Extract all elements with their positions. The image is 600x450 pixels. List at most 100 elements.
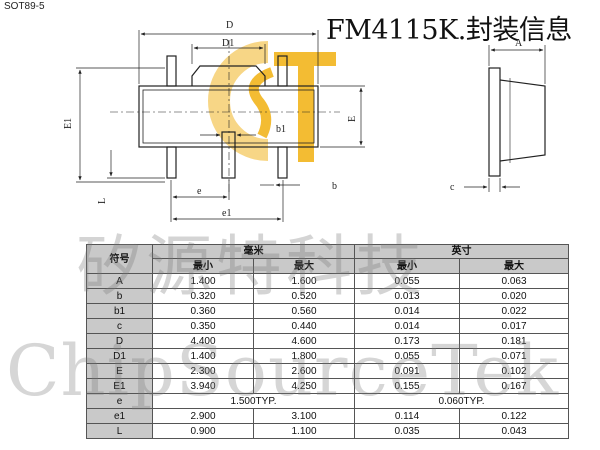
side-lead [488,67,501,177]
logo-t-stem [298,52,314,162]
cell-mm-min: 0.360 [152,303,254,319]
side-body [499,79,546,162]
header-inch: 英寸 [354,244,569,259]
cell-inch-max: 0.020 [459,288,569,304]
cell-symbol: c [86,318,153,334]
body-outline [138,85,319,148]
cell-symbol: b [86,288,153,304]
cell-mm-min: 4.400 [152,333,254,349]
page-title: FM4115K.封装信息 [326,15,572,46]
header-mm-max: 最大 [253,258,355,274]
cell-inch-max: 0.122 [459,408,569,424]
header-inch-min: 最小 [354,258,460,274]
cell-symbol: D [86,333,153,349]
cell-symbol: E [86,363,153,379]
lead-bottom-left [166,146,177,179]
cell-mm-min: 1.400 [152,348,254,364]
cell-inch-min: 0.014 [354,318,460,334]
cell-inch-min: 0.013 [354,288,460,304]
cell-inch-max: 0.071 [459,348,569,364]
cell-mm-max: 0.440 [253,318,355,334]
logo-s-shape [248,67,274,139]
cell-mm-max: 4.600 [253,333,355,349]
cell-inch-min: 0.055 [354,273,460,289]
cell-inch-max: 0.167 [459,378,569,394]
cell-symbol: D1 [86,348,153,364]
package-drawing: D D1 E1 E b1 b L e e1 A c [63,20,546,222]
cell-mm-min: 3.940 [152,378,254,394]
cell-symbol: e1 [86,408,153,424]
cell-mm-min: 0.320 [152,288,254,304]
cell-inch-max: 0.022 [459,303,569,319]
table-row: A 1.400 1.600 0.055 0.063 [86,273,569,289]
cell-symbol: b1 [86,303,153,319]
side-view [464,45,546,192]
dimension-lines [76,30,365,222]
label-c: c [450,182,455,193]
cell-inch-min: 0.014 [354,303,460,319]
cell-inch-min: 0.035 [354,423,460,439]
cell-mm-max: 2.600 [253,363,355,379]
cell-symbol: E1 [86,378,153,394]
cell-inch-min: 0.173 [354,333,460,349]
cell-mm-min: 0.350 [152,318,254,334]
label-d: D [226,20,233,31]
table-row: D 4.400 4.600 0.173 0.181 [86,333,569,349]
header-mm: 毫米 [152,244,355,259]
cell-inch-min: 0.114 [354,408,460,424]
label-e: E [347,116,358,122]
label-e1-pitch: e1 [222,208,231,219]
cell-symbol: A [86,273,153,289]
table-row: L 0.900 1.100 0.035 0.043 [86,423,569,439]
cell-inch-min: 0.055 [354,348,460,364]
table-subheader-row: 最小 最大 最小 最大 [87,258,569,274]
top-view [110,40,340,195]
cell-mm-max: 1.800 [253,348,355,364]
cell-inch-max: 0.102 [459,363,569,379]
cell-inch-typ: 0.060TYP. [354,393,569,409]
cell-inch-min: 0.091 [354,363,460,379]
cell-mm-min: 2.900 [152,408,254,424]
table-row: e 1.500TYP. 0.060TYP. [86,393,569,409]
cell-mm-max: 1.100 [253,423,355,439]
label-d1: D1 [222,38,234,49]
cell-inch-max: 0.063 [459,273,569,289]
cell-mm-min: 1.400 [152,273,254,289]
dimension-table: 符号 毫米 英寸 最小 最大 最小 最大 A 1.400 1.600 0.055… [86,244,569,439]
header-inch-max: 最大 [459,258,569,274]
lead-top-left [166,55,177,87]
label-b: b [332,181,337,192]
header-symbol: 符号 [86,244,153,274]
cell-mm-max: 1.600 [253,273,355,289]
cell-inch-min: 0.155 [354,378,460,394]
cell-inch-max: 0.043 [459,423,569,439]
table-row: b1 0.360 0.560 0.014 0.022 [86,303,569,319]
lead-bottom-center [221,131,236,179]
label-e1: E1 [63,118,74,129]
cell-mm-typ: 1.500TYP. [152,393,355,409]
package-label: SOT89-5 [4,1,45,12]
label-a: A [515,38,523,49]
table-row: e1 2.900 3.100 0.114 0.122 [86,408,569,424]
table-row: E1 3.940 4.250 0.155 0.167 [86,378,569,394]
label-e-pitch: e [197,186,202,197]
table-row: E 2.300 2.600 0.091 0.102 [86,363,569,379]
cell-mm-max: 3.100 [253,408,355,424]
cell-symbol: e [86,393,153,409]
cell-mm-max: 4.250 [253,378,355,394]
cell-mm-max: 0.520 [253,288,355,304]
cell-inch-max: 0.181 [459,333,569,349]
label-b1: b1 [276,124,286,135]
cell-mm-max: 0.560 [253,303,355,319]
table-row: D1 1.400 1.800 0.055 0.071 [86,348,569,364]
lead-top-right [277,55,288,87]
cell-inch-max: 0.017 [459,318,569,334]
lead-bottom-right [277,146,288,179]
cell-symbol: L [86,423,153,439]
table-row: c 0.350 0.440 0.014 0.017 [86,318,569,334]
body-inner [142,89,315,144]
cell-mm-min: 2.300 [152,363,254,379]
header-mm-min: 最小 [152,258,254,274]
table-header-row: 符号 毫米 英寸 [86,244,569,274]
logo-watermark [208,41,336,162]
